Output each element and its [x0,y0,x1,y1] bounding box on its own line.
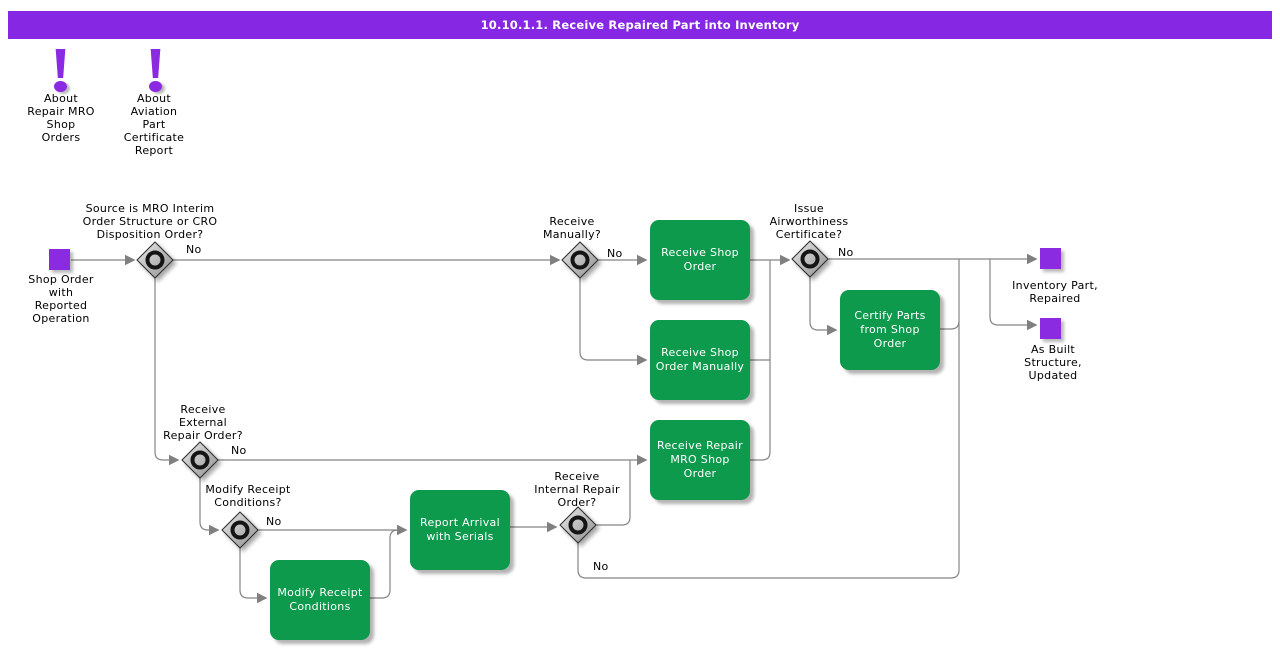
connector [596,460,631,526]
branch-label-no: No [593,560,609,573]
branch-label-no: No [266,515,282,528]
branch-label-no: No [186,243,202,256]
decision-label-internal: Receive Internal Repair Order? [534,470,620,509]
start-event-square[interactable] [49,249,70,270]
activity-receive-shop-order[interactable]: Receive Shop Order [650,220,750,300]
exclamation-icon[interactable] [55,49,66,78]
decision-label-source: Source is MRO Interim Order Structure or… [82,202,218,241]
title-banner: 10.10.1.1. Receive Repaired Part into In… [8,11,1272,39]
branch-label-no: No [231,444,247,457]
activity-receive-repair-mro-shop-order[interactable]: Receive Repair MRO Shop Order [650,420,750,500]
connector [940,320,960,330]
note-link-about-repair-mro-shop-orders[interactable]: About Repair MRO Shop Orders [27,92,95,144]
activity-modify-receipt-conditions[interactable]: Modify Receipt Conditions [270,560,370,640]
page-title: 10.10.1.1. Receive Repaired Part into In… [480,18,800,32]
decision-label-modify: Modify Receipt Conditions? [205,483,291,509]
activity-receive-shop-order-manually[interactable]: Receive Shop Order Manually [650,320,750,400]
connector [199,478,220,536]
connector [370,529,399,599]
exclamation-icon[interactable] [150,49,161,78]
connector [809,277,838,336]
branch-label-no: No [838,246,854,259]
decision-nodes [136,240,829,549]
end-event-square-inventory[interactable] [1040,248,1061,269]
end-event-label-asbuilt: As Built Structure, Updated [1024,343,1082,382]
decision-modify-receipt-conditions [221,511,259,549]
decision-label-airworthiness: Issue Airworthiness Certificate? [769,202,849,241]
connector [154,278,180,466]
decision-receive-external-repair-order [181,441,219,479]
decision-source-is-mro-interim [136,241,174,279]
start-event-label: Shop Order with Reported Operation [28,273,94,325]
decision-label-manually: Receive Manually? [542,215,602,241]
decision-receive-manually [561,241,599,279]
exclamation-icon[interactable] [149,81,162,92]
connector [239,548,268,604]
note-link-about-aviation-part-certificate-report[interactable]: About Aviation Part Certificate Report [123,92,185,157]
connectors [71,253,1038,604]
connector [577,259,960,579]
end-event-square-asbuilt[interactable] [1040,318,1061,339]
activity-certify-parts-from-shop-order[interactable]: Certify Parts from Shop Order [840,290,940,370]
connector [579,278,648,366]
decision-receive-internal-repair-order [559,506,597,544]
connector [989,259,1038,331]
connector [750,260,771,461]
decision-label-external: Receive External Repair Order? [163,403,243,442]
exclamation-icon[interactable] [54,81,67,92]
decision-issue-airworthiness-certificate [791,240,829,278]
branch-label-no: No [607,247,623,260]
end-event-label-inventory: Inventory Part, Repaired [1012,279,1098,305]
activity-report-arrival-with-serials[interactable]: Report Arrival with Serials [410,490,510,570]
